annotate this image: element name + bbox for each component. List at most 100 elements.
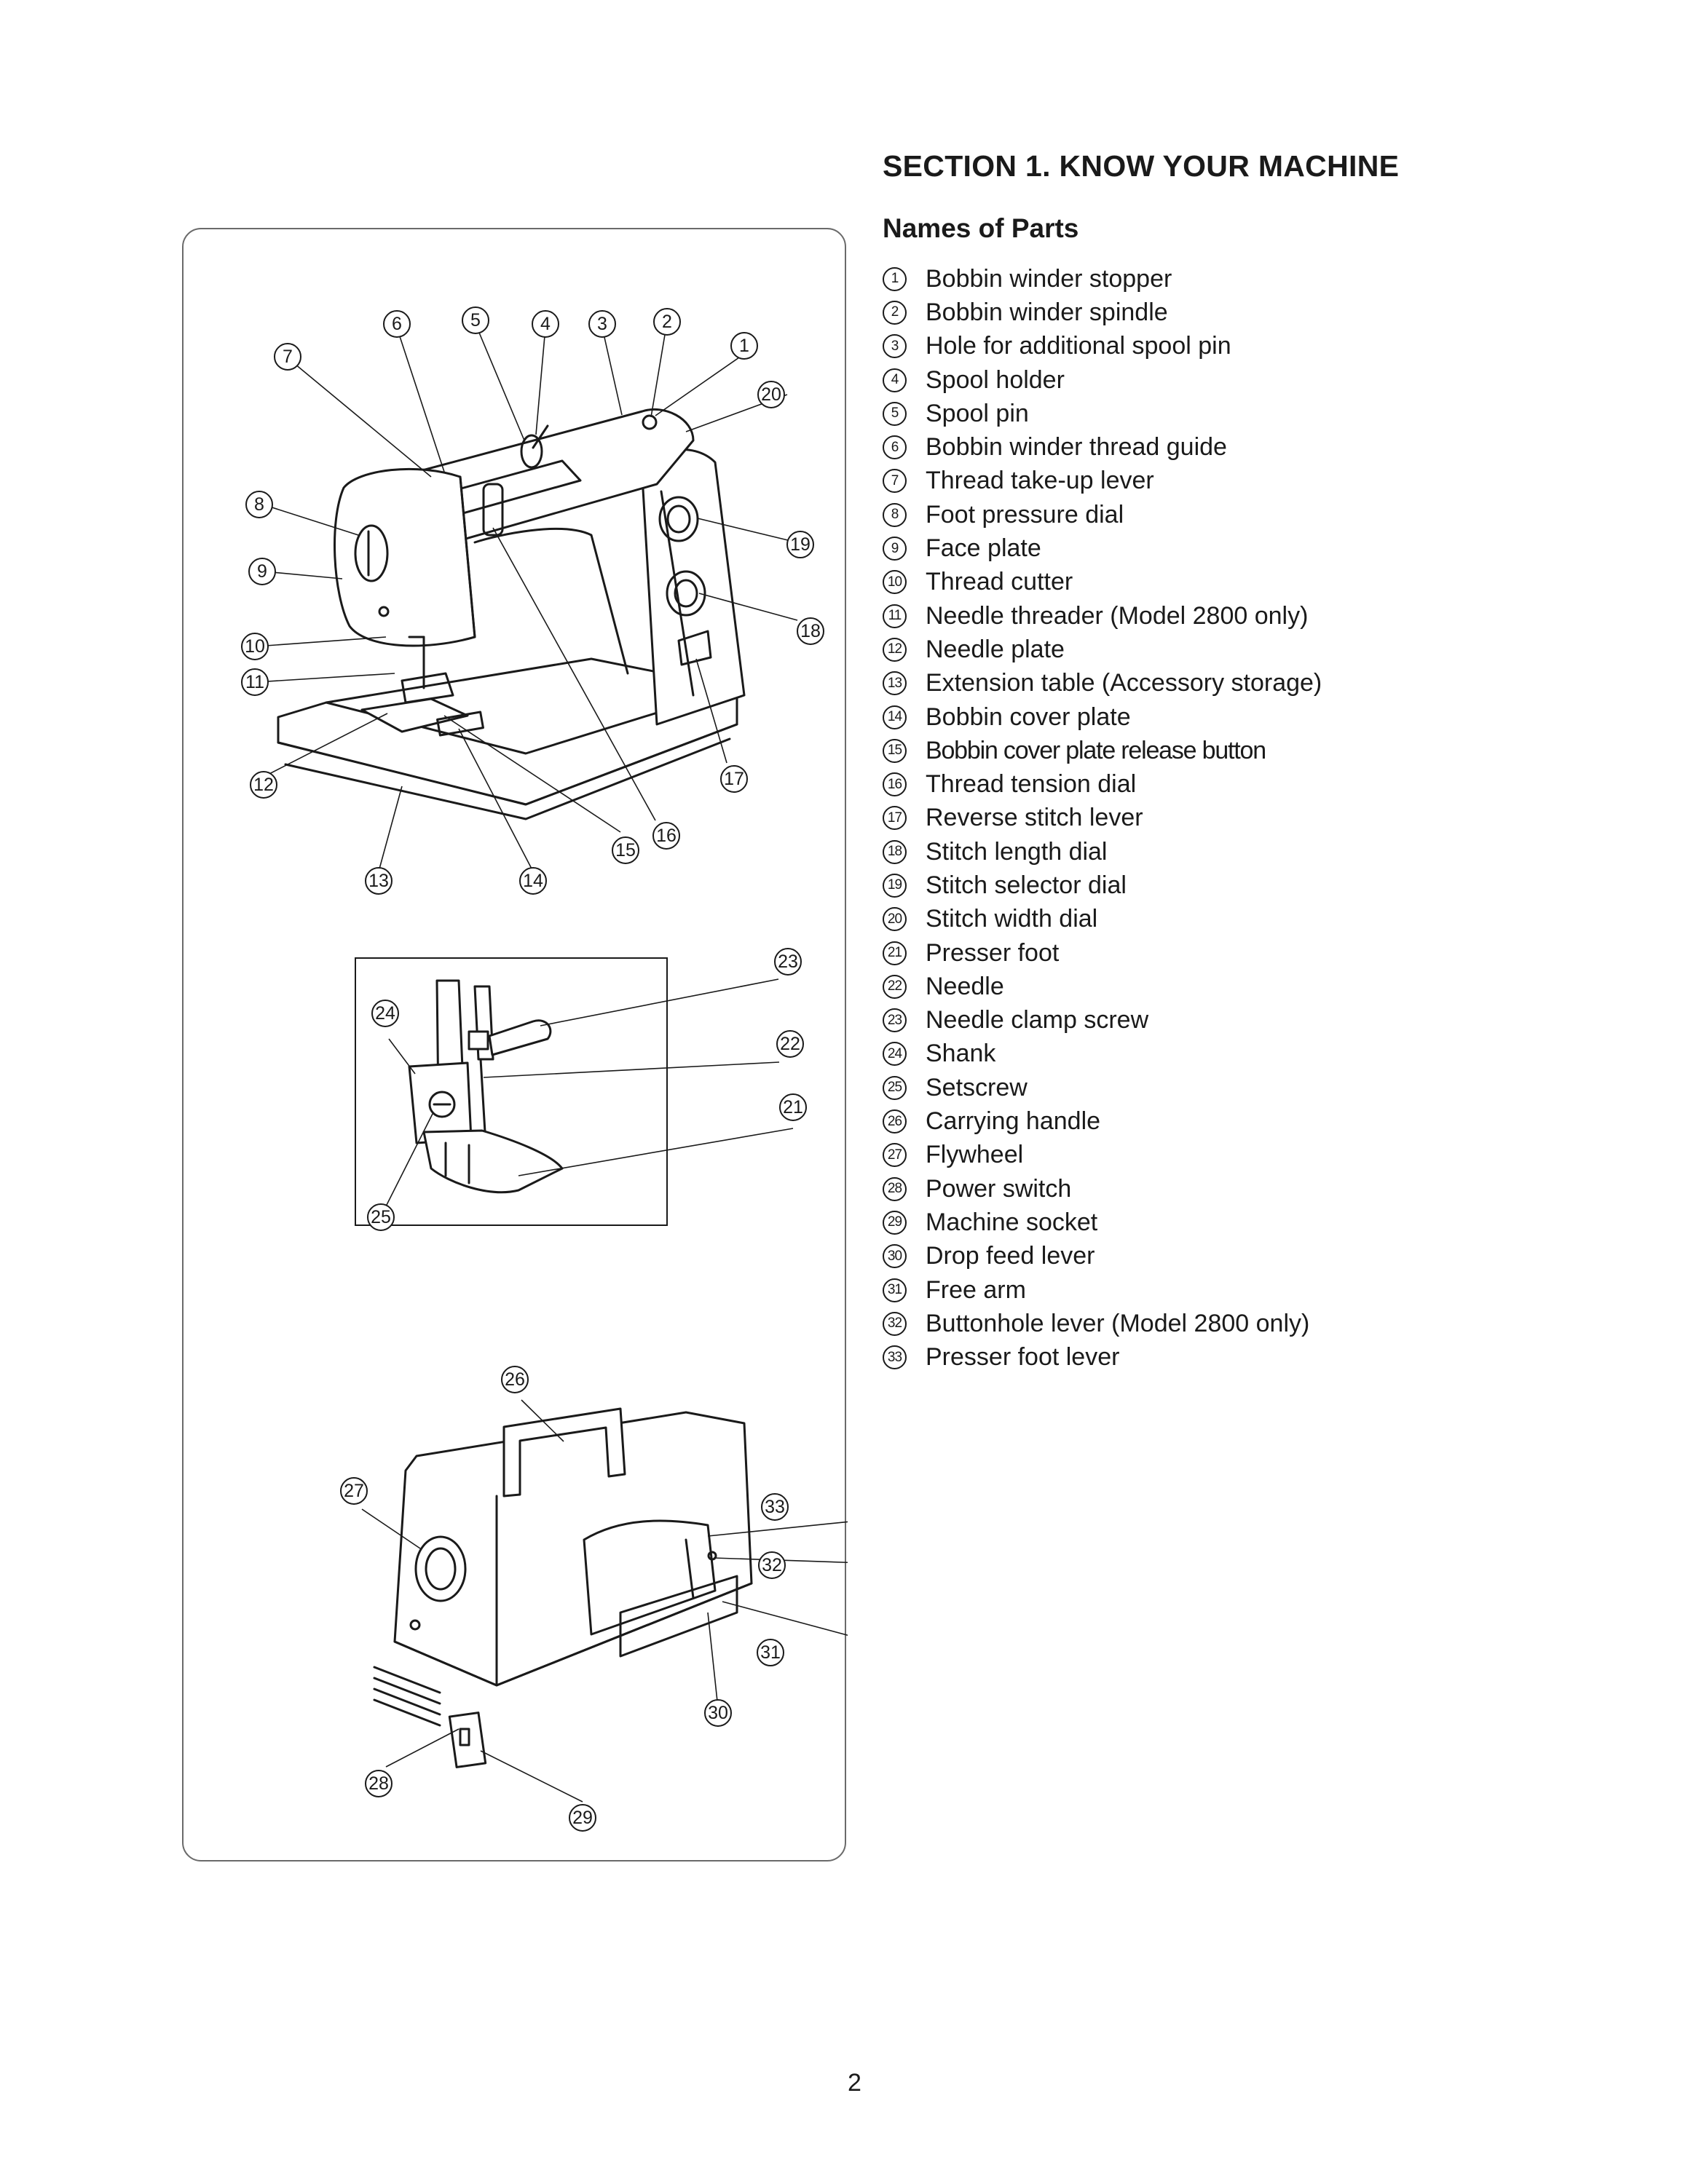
callout-11: 11 [241,668,269,696]
svg-text:14: 14 [523,871,543,891]
svg-text:24: 24 [375,1003,395,1024]
part-number: 11 [883,604,907,628]
front-view-drawing [277,408,746,820]
part-number: 4 [883,368,907,392]
callout-4: 4 [532,310,559,338]
part-number: 31 [883,1278,907,1302]
machine-diagrams: 1 2 3 4 5 6 7 8 9 10 11 12 13 14 15 16 1… [241,306,848,1832]
part-label: Machine socket [926,1208,1098,1236]
list-item: 17 Reverse stitch lever [883,802,1322,835]
svg-text:5: 5 [470,310,481,331]
svg-text:30: 30 [708,1703,728,1723]
svg-text:10: 10 [245,636,265,657]
part-number: 17 [883,806,907,831]
svg-text:12: 12 [253,775,274,795]
part-label: Bobbin cover plate release button [926,736,1266,764]
svg-text:2: 2 [662,312,672,332]
part-label: Bobbin winder stopper [926,264,1172,293]
callout-20: 20 [757,381,785,408]
part-number: 15 [883,738,907,763]
part-number: 16 [883,772,907,797]
part-number: 3 [883,334,907,359]
svg-text:29: 29 [572,1808,593,1828]
part-number: 9 [883,537,907,561]
section-title: SECTION 1. KNOW YOUR MACHINE [883,149,1400,183]
part-number: 24 [883,1042,907,1067]
callout-10: 10 [241,633,269,660]
callout-12: 12 [250,771,277,799]
svg-text:9: 9 [257,561,267,582]
svg-text:22: 22 [780,1034,800,1054]
svg-text:21: 21 [783,1097,803,1117]
callout-26: 26 [501,1366,529,1393]
part-number: 6 [883,435,907,460]
svg-text:32: 32 [762,1555,782,1575]
part-number: 30 [883,1244,907,1269]
callout-2: 2 [653,308,681,336]
callout-28: 28 [365,1770,393,1797]
callout-8: 8 [245,491,273,518]
part-label: Thread take-up lever [926,467,1154,495]
part-label: Flywheel [926,1141,1024,1169]
callout-18: 18 [797,617,824,645]
list-item: 3 Hole for additional spool pin [883,330,1322,363]
svg-text:16: 16 [656,826,677,846]
part-number: 20 [883,907,907,932]
part-number: 29 [883,1210,907,1235]
svg-text:23: 23 [778,951,798,972]
callout-19: 19 [786,531,814,558]
part-number: 7 [883,469,907,494]
part-number: 27 [883,1143,907,1168]
list-item: 6 Bobbin winder thread guide [883,430,1322,464]
part-label: Carrying handle [926,1107,1101,1136]
list-item: 16 Thread tension dial [883,767,1322,801]
svg-text:13: 13 [368,871,389,891]
svg-text:31: 31 [760,1642,781,1663]
list-item: 11 Needle threader (Model 2800 only) [883,599,1322,633]
svg-text:7: 7 [283,347,293,367]
callout-3: 3 [588,310,616,338]
part-label: Bobbin winder thread guide [926,433,1227,462]
callout-13: 13 [365,867,393,895]
part-label: Stitch width dial [926,905,1098,933]
callout-24: 24 [371,1000,399,1027]
callout-1: 1 [730,332,758,360]
list-item: 29 Machine socket [883,1206,1322,1239]
part-label: Reverse stitch lever [926,804,1143,832]
part-label: Hole for additional spool pin [926,332,1231,360]
list-item: 20 Stitch width dial [883,903,1322,936]
part-number: 12 [883,637,907,662]
part-label: Bobbin cover plate [926,703,1131,731]
list-item: 10 Thread cutter [883,566,1322,599]
callout-33: 33 [761,1493,789,1521]
illustration-panel: 1 2 3 4 5 6 7 8 9 10 11 12 13 14 15 16 1… [182,228,848,1861]
part-number: 28 [883,1176,907,1201]
part-label: Needle threader (Model 2800 only) [926,601,1309,630]
part-label: Spool pin [926,399,1029,427]
callout-14: 14 [519,867,547,895]
callout-7: 7 [274,343,301,371]
part-number: 10 [883,570,907,595]
part-label: Thread cutter [926,568,1073,596]
page-number: 2 [848,2069,861,2097]
part-label: Thread tension dial [926,770,1137,799]
part-number: 23 [883,1008,907,1033]
rear-view-drawing [373,1407,753,1768]
part-number: 19 [883,873,907,898]
list-item: 15 Bobbin cover plate release button [883,734,1322,767]
callout-21: 21 [779,1093,807,1121]
part-number: 5 [883,401,907,426]
part-number: 8 [883,502,907,527]
part-number: 32 [883,1311,907,1336]
callout-6: 6 [383,310,411,338]
callout-25: 25 [367,1203,395,1231]
